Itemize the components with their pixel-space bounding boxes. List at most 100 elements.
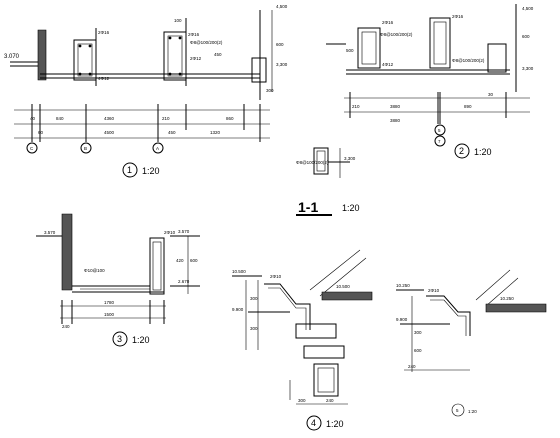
s11-stirrup: Φ8@100/200(2) bbox=[296, 160, 329, 165]
axis-5: 5 bbox=[438, 128, 441, 133]
detail-5-circle bbox=[451, 403, 465, 417]
d4-column bbox=[313, 363, 339, 397]
d5-rebar: 2Φ10 bbox=[428, 288, 440, 293]
dim-600: 600 bbox=[276, 42, 284, 47]
axis-b-circle bbox=[80, 142, 92, 154]
dim-b-450: 450 bbox=[168, 130, 176, 135]
d3-level-right: 3.570 bbox=[178, 229, 190, 234]
axis-a-circle bbox=[152, 142, 164, 154]
rebar-a-top: 2Φ16 bbox=[98, 30, 110, 35]
dim-b-840: 840 bbox=[56, 116, 64, 121]
detail-2-number: 2 bbox=[459, 146, 464, 156]
section-1-1: 3,300 Φ8@100/200(2) 1-1 1:20 bbox=[296, 147, 360, 216]
d4-dim-300b: 300 bbox=[250, 326, 258, 331]
tick-marks bbox=[31, 104, 261, 142]
detail-3-number: 3 bbox=[117, 334, 122, 344]
section-scale: 1:20 bbox=[342, 203, 360, 213]
s11-level: 3,300 bbox=[344, 156, 356, 161]
d2-rebar-bottom: 4Φ12 bbox=[382, 62, 394, 67]
d5-dim-240: 240 bbox=[408, 364, 416, 369]
wall-hatch bbox=[61, 213, 73, 291]
detail-5-number: 5 bbox=[456, 408, 459, 413]
dim-b-60: 60 bbox=[38, 130, 44, 135]
d4-dim-240: 240 bbox=[326, 398, 334, 403]
d5-level-right: 10.250 bbox=[500, 296, 514, 301]
dim-b-210: 210 bbox=[162, 116, 170, 121]
axis-7: 7 bbox=[438, 139, 441, 144]
stirrup-note: Φ8@100/200(2) bbox=[190, 40, 223, 45]
dim-level-3300: 3,300 bbox=[276, 62, 288, 67]
d5-slab-hatch bbox=[485, 303, 547, 313]
d2-stirrup-b: Φ8@100/200(2) bbox=[452, 58, 485, 63]
d3-level-left: 3.570 bbox=[44, 230, 56, 235]
detail-4-number: 4 bbox=[311, 418, 316, 428]
detail-2: 4,500 2Φ16 2Φ16 Φ8@100/200(2) 500 600 3,… bbox=[326, 4, 534, 159]
d4-dim-300a: 300 bbox=[250, 296, 258, 301]
rebar-top: 2Φ16 bbox=[188, 32, 200, 37]
d5-level-mid: 9.900 bbox=[396, 317, 408, 322]
dim-b-4360: 4360 bbox=[104, 116, 115, 121]
d2-dim-210: 210 bbox=[352, 104, 360, 109]
d2-dim-3880a: 3880 bbox=[390, 104, 401, 109]
d3-dim-420: 420 bbox=[176, 258, 184, 263]
d4-dim-300c: 300 bbox=[298, 398, 306, 403]
dim-100: 100 bbox=[174, 18, 182, 23]
section-beam bbox=[313, 147, 329, 175]
d4-stair-profile bbox=[264, 283, 311, 330]
d2-rebar-top-a: 2Φ16 bbox=[382, 20, 394, 25]
d3-level-low: 2.670 bbox=[178, 279, 190, 284]
detail-1: 3.070 4,500 100 2Φ16 Φ8@100/200(2) 2Φ12 … bbox=[4, 4, 288, 178]
d3-dim-1780: 1780 bbox=[104, 300, 115, 305]
d5-dim-600: 600 bbox=[414, 348, 422, 353]
detail-3: 3.570 Φ10@100 2Φ10 3.570 2.670 600 420 1… bbox=[36, 213, 200, 347]
axis-7-circle bbox=[434, 135, 446, 147]
axis-b: B bbox=[84, 146, 87, 151]
dim-level-4500: 4,500 bbox=[276, 4, 288, 9]
d3-dim-600: 600 bbox=[190, 258, 198, 263]
axis-c-circle bbox=[26, 142, 38, 154]
d2-rebar-top-b: 2Φ16 bbox=[452, 14, 464, 19]
beam-section-b bbox=[163, 31, 187, 81]
d5-dim-300: 300 bbox=[414, 330, 422, 335]
dim-300: 300 bbox=[266, 88, 274, 93]
d2-dim-890: 890 bbox=[464, 104, 472, 109]
d5-level-top: 10.250 bbox=[396, 283, 410, 288]
d4-level-right: 10.500 bbox=[336, 284, 350, 289]
dim-b-1320: 1320 bbox=[210, 130, 221, 135]
d2-dim-3880b: 3880 bbox=[390, 118, 401, 123]
d4-beam bbox=[295, 323, 337, 339]
d3-dim-240: 240 bbox=[62, 324, 70, 329]
detail-1-circle bbox=[122, 162, 138, 178]
d3-dim-1500: 1500 bbox=[104, 312, 115, 317]
d2-dim-30: 30 bbox=[488, 92, 494, 97]
detail-4: 10.500 10.500 9.900 2Φ10 300 300 300 240… bbox=[232, 249, 373, 431]
detail-1-number: 1 bbox=[127, 165, 132, 175]
detail-2-circle bbox=[454, 143, 470, 159]
dim-450: 450 bbox=[214, 52, 222, 57]
d4-slab-hatch bbox=[321, 291, 373, 301]
rebar-mid: 2Φ12 bbox=[190, 56, 202, 61]
d4-rebar: 2Φ10 bbox=[270, 274, 282, 279]
section-title: 1-1 bbox=[298, 199, 318, 215]
detail-5-scale: 1:20 bbox=[468, 409, 477, 414]
d3-rebar: Φ10@100 bbox=[84, 268, 105, 273]
column-hatch bbox=[37, 29, 47, 81]
axis-5-circle bbox=[434, 124, 446, 136]
d2-dim-600: 600 bbox=[522, 34, 530, 39]
d2-level-3300: 3,300 bbox=[522, 66, 534, 71]
dim-b-40: 40 bbox=[30, 116, 36, 121]
detail-5: 10.250 10.250 9.900 2Φ10 300 600 240 5 1… bbox=[396, 269, 547, 417]
d5-stair-profile bbox=[426, 295, 471, 336]
dim-b-4500: 4500 bbox=[104, 130, 115, 135]
detail-4-circle bbox=[306, 415, 322, 431]
detail-4-scale: 1:20 bbox=[326, 419, 344, 429]
detail-3-scale: 1:20 bbox=[132, 335, 150, 345]
detail-3-circle bbox=[112, 331, 128, 347]
level-left: 3.070 bbox=[4, 54, 20, 60]
axis-c: C bbox=[30, 146, 34, 151]
d2-level-4500: 4,500 bbox=[522, 6, 534, 11]
axis-a: A bbox=[156, 146, 159, 151]
d2-stirrup: Φ8@100/200(2) bbox=[380, 32, 413, 37]
